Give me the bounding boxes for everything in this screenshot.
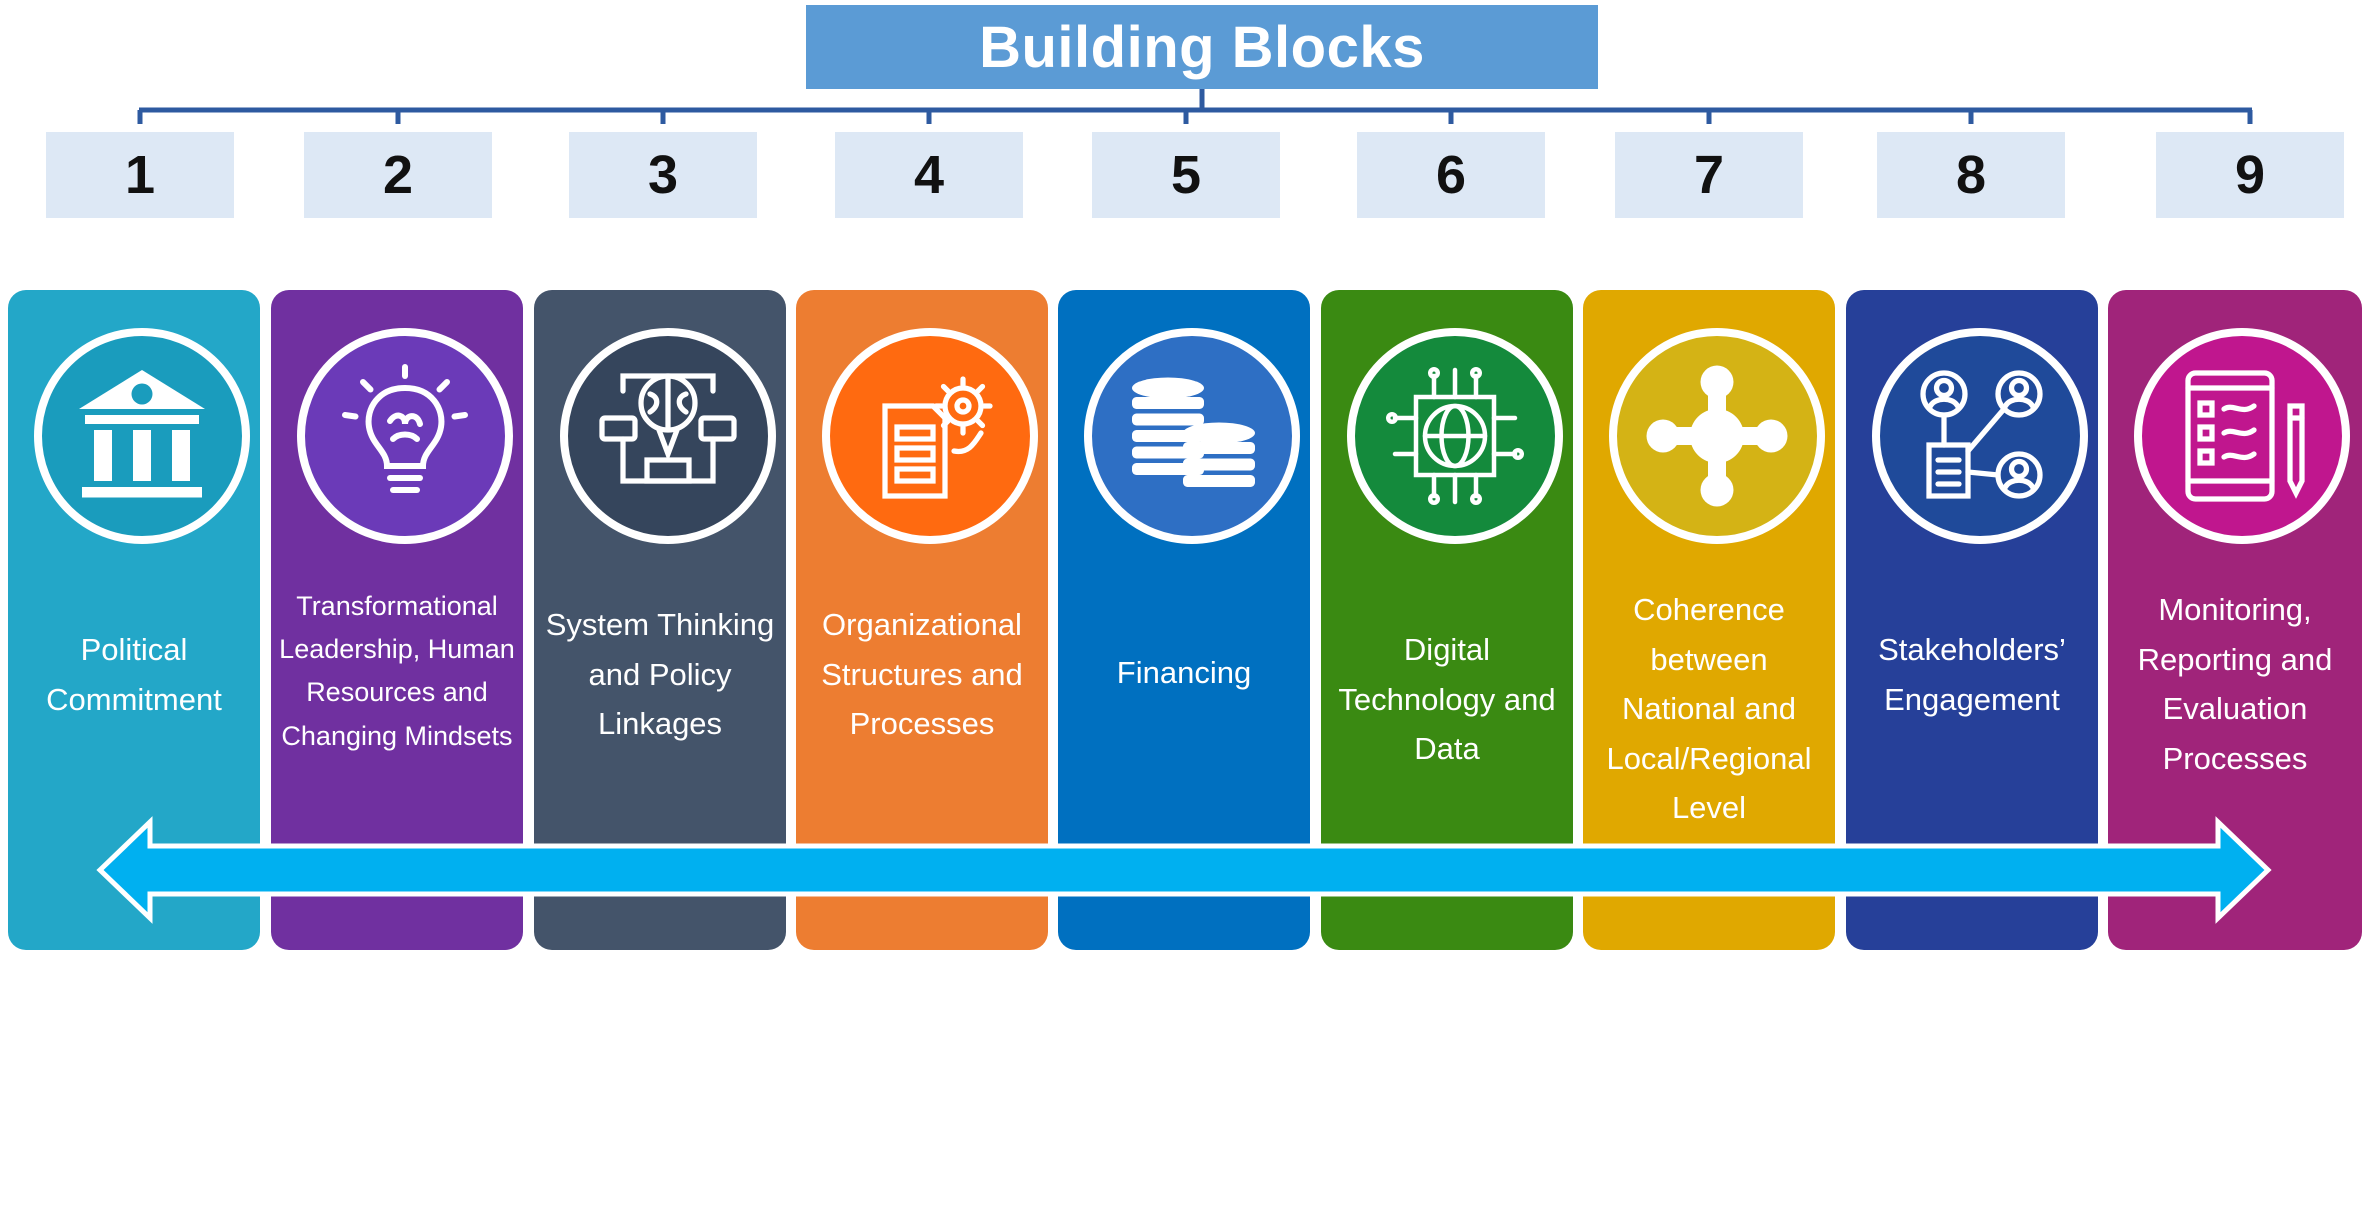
block-label-5: Financing [1116,655,1252,690]
block-label-1: Political Commitment [46,632,222,717]
coin-stacks-icon [1084,328,1300,544]
building-blocks-diagram: Building Blocks 1 2 3 4 5 6 7 8 9 Politi… [8,5,2362,950]
block-8: Stakeholders’ Engagement [1846,290,2098,950]
government-building-icon [34,328,250,544]
checklist-tablet-icon [2134,328,2350,544]
block-number-8: 8 [1877,132,2065,218]
network-hub-icon [1609,328,1825,544]
document-gear-icon [822,328,1038,544]
block-4: Organizational Structures and Processes [796,290,1048,950]
digital-globe-icon [1347,328,1563,544]
diagram-title: Building Blocks [806,5,1598,89]
block-7: Coherence between National and Local/Reg… [1583,290,1835,950]
block-number-4: 4 [835,132,1023,218]
block-label-9: Monitoring, Reporting and Evaluation Pro… [2137,592,2333,776]
double-arrow-icon [96,816,2272,924]
block-number-2: 2 [304,132,492,218]
block-number-7: 7 [1615,132,1803,218]
connector-bracket [137,89,2253,124]
block-5: Financing [1058,290,1310,950]
block-9: Monitoring, Reporting and Evaluation Pro… [2108,290,2362,950]
block-number-5: 5 [1092,132,1280,218]
block-3: System Thinking and Policy Linkages [534,290,786,950]
brain-systems-icon [560,328,776,544]
block-label-8: Stakeholders’ Engagement [1878,632,2066,717]
lightbulb-brain-icon [297,328,513,544]
block-2: Transformational Leadership, Human Resou… [271,290,523,950]
block-label-7: Coherence between National and Local/Reg… [1606,592,1812,826]
block-number-3: 3 [569,132,757,218]
block-label-4: Organizational Structures and Processes [821,607,1023,742]
block-number-6: 6 [1357,132,1545,218]
block-number-1: 1 [46,132,234,218]
block-number-9: 9 [2156,132,2344,218]
block-label-2: Transformational Leadership, Human Resou… [279,591,515,751]
block-label-3: System Thinking and Policy Linkages [545,607,775,742]
block-6: Digital Technology and Data [1321,290,1573,950]
block-label-6: Digital Technology and Data [1338,632,1556,767]
stakeholders-network-icon [1872,328,2088,544]
